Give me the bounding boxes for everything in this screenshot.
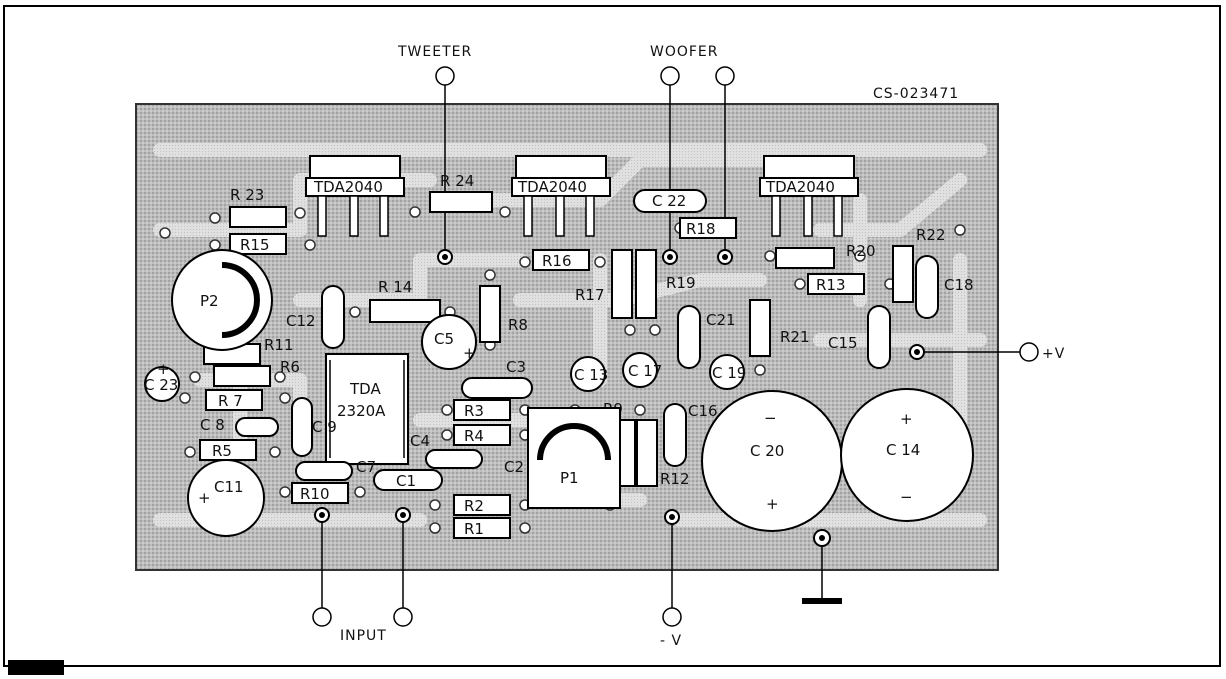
c15-label: C15 [828,334,858,352]
woofer-label: WOOFER [650,44,719,60]
c4-label: C4 [410,432,430,450]
p2-label: P2 [200,292,219,310]
c5-label: C5 [434,330,454,348]
c19-label: C 19 [712,364,746,382]
input-terminal: INPUT [312,507,413,644]
r15-label: R15 [240,236,270,254]
r11-label: R11 [264,336,294,354]
r20-label: R20 [846,242,876,260]
ic-u3: TDA2040 [759,155,859,237]
ic-u1: TDA2040 [305,155,405,237]
drawing-code: CS-023471 [873,86,959,102]
c23-plus: + [157,360,170,378]
capacitor-bodies [235,189,939,491]
c8-label: C 8 [200,416,225,434]
r1-label: R1 [464,520,484,538]
plus-v-terminal: +V [909,342,1065,362]
c20-plus: + [766,495,779,513]
r23-label: R 23 [230,186,264,204]
ic-u4: TDA 2320A [325,353,409,465]
c3-label: C3 [506,358,526,376]
r14-label: R 14 [378,278,412,296]
minus-v-label: - V [660,633,682,649]
c7-label: C7 [356,458,376,476]
pot-p2: P2 [171,249,273,351]
r2-label: R2 [464,497,484,515]
c2-label: C2 [504,458,524,476]
plus-v-label: +V [1042,346,1065,362]
c11-label: C11 [214,478,244,496]
tweeter-label: TWEETER [397,44,472,60]
page-border [3,5,1221,667]
resistor-labels: R 23 R15 R 24 R16 R17 R19 R18 R20 R13 R2… [212,172,946,538]
c12-label: C12 [286,312,316,330]
c13-label: C 13 [574,366,608,384]
r7-label: R 7 [218,392,243,410]
r6-label: R6 [280,358,300,376]
r13-label: R13 [816,276,846,294]
tweeter-terminal: TWEETER [397,44,472,265]
c14-minus: − [900,488,913,506]
c1-label: C1 [396,472,416,490]
c9-label: C 9 [312,418,337,436]
r5-label: R5 [212,442,232,460]
ic-u4-label-line2: 2320A [337,402,386,420]
ic-u4-label-line1: TDA [349,380,381,398]
r12-label: R12 [660,470,690,488]
c20-minus: − [764,409,777,427]
input-label: INPUT [340,628,387,644]
ground-terminal [802,529,842,604]
r18-label: R18 [686,220,716,238]
r24-label: R 24 [440,172,474,190]
corner-mark [8,660,64,675]
minus-v-terminal: - V [660,509,682,649]
woofer-terminal: WOOFER [650,44,735,265]
ic-u1-label: TDA2040 [313,178,383,196]
c18-label: C18 [944,276,974,294]
r4-label: R4 [464,427,484,445]
c14-label: C 14 [886,441,920,459]
c21-label: C21 [706,311,736,329]
c5-plus: + [463,344,476,362]
resistor-bodies [199,191,914,539]
c11-plus: + [198,489,211,507]
r17-label: R17 [575,286,605,304]
c16-label: C16 [688,402,718,420]
ic-u3-label: TDA2040 [765,178,835,196]
ic-u2: TDA2040 [511,155,611,237]
c23-label: C 23 [144,376,178,394]
c22-label: C 22 [652,192,686,210]
electrolytic-bodies [144,314,974,537]
capacitor-labels: C 22 C12 C5 C3 C21 C15 C18 C 13 C 17 C 1… [144,192,974,496]
r22-label: R22 [916,226,946,244]
c20-label: C 20 [750,442,784,460]
r21-label: R21 [780,328,810,346]
r3-label: R3 [464,402,484,420]
r8-label: R8 [508,316,528,334]
p1-label: P1 [560,469,579,487]
r10-label: R10 [300,485,330,503]
r19-label: R19 [666,274,696,292]
c14-plus: + [900,410,913,428]
r16-label: R16 [542,252,572,270]
c17-label: C 17 [628,362,662,380]
pot-p1: P1 [527,407,621,509]
polarity-marks: + + + − + + − [157,344,913,513]
ic-u2-label: TDA2040 [517,178,587,196]
